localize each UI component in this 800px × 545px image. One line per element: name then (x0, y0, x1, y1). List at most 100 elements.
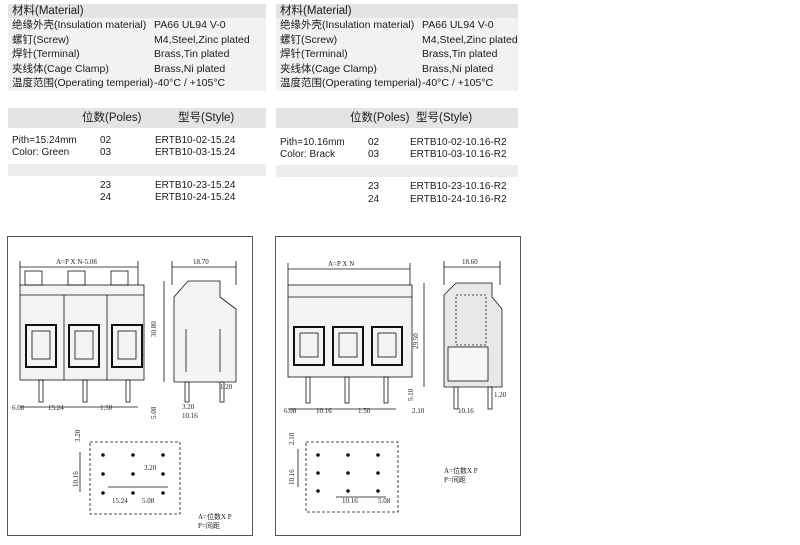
table-row: Color: Green 03 ERTB10-03-15.24 (8, 147, 266, 159)
table-separator (8, 164, 266, 176)
note-p: P=间距 (444, 476, 466, 484)
note-a: A=位数X P (444, 466, 478, 475)
spec-value: M4,Steel,Zinc plated (154, 33, 250, 46)
left-material-table: 材料(Material) 绝缘外壳(Insulation material) PA… (8, 4, 266, 91)
fp-h1: 10.16 (342, 497, 358, 505)
fp-v2: 10.16 (288, 469, 296, 485)
spec-label: 焊针(Terminal) (280, 48, 348, 60)
spec-label: 夹线体(Cage Clamp) (280, 62, 377, 75)
style-value: ERTB10-24-15.24 (155, 192, 236, 203)
style-value: ERTB10-02-15.24 (155, 135, 236, 146)
left-spec-row: 焊针(Terminal) Brass,Tin plated (8, 47, 266, 62)
spec-label: 螺钉(Screw) (280, 33, 338, 46)
poles-value: 24 (368, 194, 380, 205)
style-value: ERTB10-24-10.16-R2 (410, 194, 507, 205)
right-poles-header: 位数(Poles) 型号(Style) (276, 108, 518, 128)
poles-value: 02 (368, 137, 380, 148)
note-a: A=位数X P (198, 512, 232, 521)
left-spec-row: 螺钉(Screw) M4,Steel,Zinc plated (8, 32, 266, 47)
dim-d2: 10.16 (316, 407, 332, 415)
table-row: Pith=15.24mm 02 ERTB10-02-15.24 (8, 135, 266, 147)
spec-value: Brass,Tin plated (422, 48, 498, 60)
spec-label: 绝缘外壳(Insulation material) (12, 19, 147, 31)
poles-value: 03 (368, 149, 380, 160)
table-row: Pith=10.16mm 02 ERTB10-02-10.16-R2 (276, 137, 518, 149)
right-technical-drawing: A=P X N 18.60 29.50 1.20 6.08 10.16 1.50… (275, 236, 521, 536)
spec-value: PA66 UL94 V-0 (154, 19, 226, 31)
dim-d5: 3.20 (182, 403, 195, 411)
dim-pin: 1.20 (220, 383, 233, 391)
note-p: P=间距 (198, 522, 220, 530)
dim-d2: 15.24 (48, 404, 64, 412)
poles-value: 23 (368, 181, 380, 192)
left-spec-row: 夹线体(Cage Clamp) Brass,Ni plated (8, 61, 266, 76)
color-label: Color: Brack (280, 149, 336, 160)
table-row: Color: Brack 03 ERTB10-03-10.16-R2 (276, 149, 518, 161)
style-value: ERTB10-02-10.16-R2 (410, 137, 507, 148)
fp-h2: 5.08 (378, 497, 391, 505)
fp-v1: 3.20 (74, 429, 82, 442)
table-row: 24 ERTB10-24-15.24 (8, 192, 266, 204)
right-material-title: 材料(Material) (276, 4, 518, 18)
table-row: 23 ERTB10-23-15.24 (8, 180, 266, 192)
spec-label: 焊针(Terminal) (12, 48, 80, 60)
poles-header: 位数(Poles) (82, 112, 142, 124)
dim-height: 29.50 (412, 333, 420, 349)
table-separator (276, 165, 518, 177)
spec-value: Brass,Ni plated (422, 62, 494, 75)
dim-top-right: 18.70 (193, 258, 209, 266)
spec-label: 绝缘外壳(Insulation material) (280, 19, 415, 31)
poles-value: 24 (100, 192, 112, 203)
spec-value: M4,Steel,Zinc plated (422, 33, 518, 46)
pitch-label: Pith=15.24mm (12, 135, 77, 146)
left-technical-drawing: A=P X N-5.08 18.70 30.80 1.20 6.08 15.24… (7, 236, 253, 536)
fp-h3: 5.08 (142, 497, 155, 505)
dim-d4: 5.10 (407, 388, 415, 401)
spec-label: 温度范围(Operating temperial) (280, 77, 422, 89)
dim-height: 30.80 (150, 321, 158, 337)
fp-v1: 2.10 (288, 432, 296, 445)
pitch-label: Pith=10.16mm (280, 137, 345, 148)
left-poles-header: 位数(Poles) 型号(Style) (8, 108, 266, 128)
dim-top: A=P X N (328, 260, 354, 268)
style-header: 型号(Style) (178, 112, 235, 124)
right-spec-row: 螺钉(Screw) M4,Steel,Zinc plated (276, 32, 518, 47)
right-material-table: 材料(Material) 绝缘外壳(Insulation material) PA… (276, 4, 518, 91)
right-spec-row: 绝缘外壳(Insulation material) PA66 UL94 V-0 (276, 18, 518, 33)
poles-header: 位数(Poles) (350, 112, 410, 124)
dim-pin: 1.20 (494, 391, 507, 399)
dim-d4: 5.08 (150, 406, 158, 419)
table-row: 23 ERTB10-23-10.16-R2 (276, 181, 518, 193)
spec-label: 螺钉(Screw) (12, 33, 70, 46)
dim-d1: 6.08 (284, 407, 297, 415)
right-spec-row: 焊针(Terminal) Brass,Tin plated (276, 47, 518, 62)
spec-value: -40°C / +105°C (154, 77, 226, 89)
fp-v2: 10.16 (72, 471, 80, 487)
spec-value: Brass,Tin plated (154, 48, 230, 60)
left-material-title: 材料(Material) (8, 4, 266, 18)
style-value: ERTB10-23-10.16-R2 (410, 181, 507, 192)
spec-label: 温度范围(Operating temperial) (12, 77, 154, 89)
fp-h1: 3.20 (144, 464, 157, 472)
spec-value: PA66 UL94 V-0 (422, 19, 494, 31)
left-drawing-svg: A=P X N-5.08 18.70 30.80 1.20 6.08 15.24… (12, 258, 237, 530)
fp-h2: 15.24 (112, 497, 128, 505)
poles-value: 23 (100, 180, 112, 191)
table-row: 24 ERTB10-24-10.16-R2 (276, 194, 518, 206)
spec-value: -40°C / +105°C (422, 77, 494, 89)
right-spec-row: 温度范围(Operating temperial)-40°C / +105°C (276, 76, 518, 91)
style-value: ERTB10-03-15.24 (155, 147, 236, 158)
poles-value: 02 (100, 135, 112, 146)
right-spec-row: 夹线体(Cage Clamp) Brass,Ni plated (276, 61, 518, 76)
dim-d6: 10.16 (182, 412, 198, 420)
style-value: ERTB10-03-10.16-R2 (410, 149, 507, 160)
dim-top: A=P X N-5.08 (56, 258, 97, 266)
dim-d3: 1.50 (358, 407, 371, 415)
left-spec-row: 温度范围(Operating temperial)-40°C / +105°C (8, 76, 266, 91)
spec-label: 夹线体(Cage Clamp) (12, 62, 109, 75)
style-value: ERTB10-23-15.24 (155, 180, 236, 191)
left-spec-row: 绝缘外壳(Insulation material) PA66 UL94 V-0 (8, 18, 266, 33)
dim-d6: 10.16 (458, 407, 474, 415)
spec-value: Brass,Ni plated (154, 62, 226, 75)
dim-d5: 2.10 (412, 407, 425, 415)
